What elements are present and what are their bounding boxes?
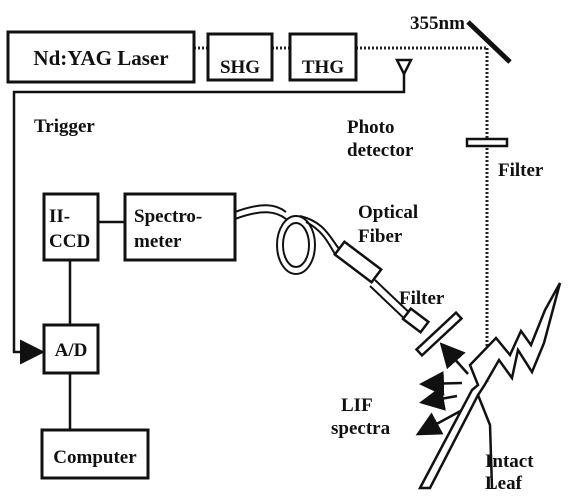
laser-beam	[194, 46, 489, 384]
mirror	[466, 20, 512, 64]
spectrometer-box	[123, 192, 237, 262]
ad-label: A/D	[55, 340, 88, 361]
photo-detector-label-2: detector	[347, 140, 414, 161]
wavelength-label: 355nm	[410, 13, 465, 34]
photo-detector-label-1: Photo	[347, 117, 395, 138]
shg-label: SHG	[220, 57, 260, 78]
iccd-box	[42, 192, 100, 262]
lif-label-1: LIF	[341, 395, 373, 416]
iccd-label-2: CCD	[49, 231, 90, 252]
optical-fiber	[234, 204, 431, 334]
leaf-stem	[476, 394, 494, 489]
laser-box	[6, 30, 196, 84]
thg-label: THG	[302, 57, 344, 78]
leaf-icon	[417, 282, 562, 490]
filter-top	[465, 137, 509, 148]
trigger-label: Trigger	[34, 116, 95, 137]
trigger-line	[12, 74, 406, 365]
lif-label-2: spectra	[331, 418, 391, 439]
filter-top-label: Filter	[498, 160, 544, 181]
photo-detector-icon	[394, 58, 414, 77]
optical-fiber-label-1: Optical	[358, 202, 418, 223]
iccd-label-1: II-	[49, 206, 70, 227]
lif-emission-arrows	[415, 342, 469, 436]
spectrometer-label-2: meter	[134, 231, 182, 252]
leaf-label-2: Leaf	[485, 473, 523, 491]
filter-bottom	[414, 310, 464, 358]
optical-fiber-label-2: Fiber	[358, 226, 403, 247]
computer-label: Computer	[53, 447, 137, 468]
shg-box	[206, 32, 274, 82]
computer-box	[40, 428, 150, 480]
spectrometer-label-1: Spectro-	[134, 206, 202, 227]
ad-box	[42, 323, 100, 375]
filter-bottom-label: Filter	[399, 288, 445, 309]
leaf-label-1: Intact	[485, 451, 534, 472]
laser-label: Nd:YAG Laser	[33, 46, 168, 70]
thg-box	[288, 32, 358, 82]
